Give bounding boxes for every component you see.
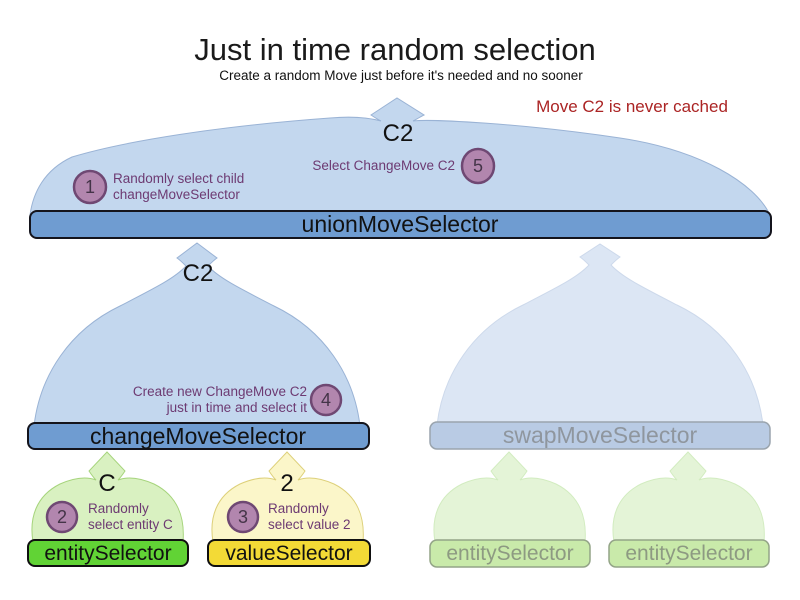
swap-move-selector-label: swapMoveSelector [503,422,698,448]
move-label-value-output: 2 [280,470,293,497]
step-3-circle-icon [226,500,260,534]
entity-selector-faded-left: entitySelector [429,539,591,568]
entity-input-funnel-faded-left [433,451,586,543]
step-1-text-line2: changeMoveSelector [113,187,240,202]
step-5-circle-icon [460,147,496,185]
step-4-number: 4 [321,390,331,410]
page-title: Just in time random selection [194,32,595,67]
step-5-text-line1: Select ChangeMove C2 [312,158,455,173]
step-3-text-line2: select value 2 [268,517,351,532]
step-1-number: 1 [85,177,95,197]
step-4-circle-icon [309,383,343,417]
union-move-selector: unionMoveSelector [29,210,772,239]
step-2-circle-icon [45,500,79,534]
value-selector-bar [207,539,371,567]
entity-input-funnel-faded-right [612,451,765,543]
step-3-text-line1: Randomly [268,501,329,516]
step-2: 2 Randomly select entity C [45,500,173,534]
entity-selector-faded-right: entitySelector [608,539,770,568]
entity-selector-label: entitySelector [44,542,171,565]
swap-move-selector-faded: swapMoveSelector [429,421,771,450]
entity-selector: entitySelector [27,539,189,567]
swap-move-selector-bar [429,421,771,450]
move-label-entity-output: C [98,470,115,497]
change-input-funnel [33,242,361,427]
step-5-number: 5 [473,156,483,176]
change-move-selector-bar [27,422,370,450]
step-4-text-line1: Create new ChangeMove C2 [133,384,307,399]
union-move-selector-label: unionMoveSelector [302,211,499,237]
entity-selector-faded-left-bar [429,539,591,568]
swap-input-funnel-faded [436,243,764,426]
step-4-text-line2: just in time and select it [166,400,308,415]
union-input-funnel [29,97,771,216]
entity-selector-faded-left-label: entitySelector [446,542,573,565]
value-selector: valueSelector [207,539,371,567]
step-4: 4 Create new ChangeMove C2 just in time … [133,383,343,417]
step-3-number: 3 [238,507,248,527]
step-3: 3 Randomly select value 2 [226,500,351,534]
entity-selector-faded-right-label: entitySelector [625,542,752,565]
move-label-change-output: C2 [183,260,214,287]
change-move-selector-label: changeMoveSelector [90,423,306,449]
page-subtitle: Create a random Move just before it's ne… [219,68,583,83]
step-2-number: 2 [57,507,67,527]
union-move-selector-bar [29,210,772,239]
entity-selector-faded-right-bar [608,539,770,568]
change-move-selector: changeMoveSelector [27,422,370,450]
step-1: 1 Randomly select child changeMoveSelect… [72,169,244,205]
step-2-text-line1: Randomly [88,501,149,516]
value-selector-label: valueSelector [225,542,352,565]
move-label-union-input: C2 [383,120,414,147]
step-1-text-line1: Randomly select child [113,171,244,186]
never-cached-note: Move C2 is never cached [536,97,728,116]
step-1-circle-icon [72,169,108,205]
step-2-text-line2: select entity C [88,517,173,532]
step-5: 5 Select ChangeMove C2 [312,147,496,185]
entity-selector-bar [27,539,189,567]
